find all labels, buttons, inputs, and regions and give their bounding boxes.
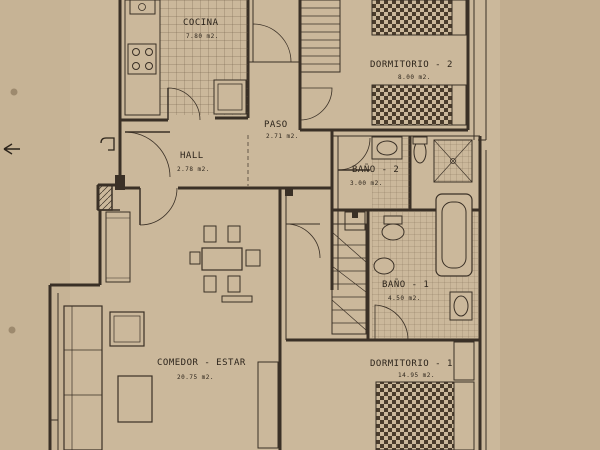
bathtub-icon — [435, 193, 473, 277]
room-name-cocina: COCINA — [183, 18, 219, 28]
room-name-bano1: BAÑO - 1 — [382, 280, 430, 290]
sink-icon — [453, 295, 469, 317]
stove-burner-icon — [132, 62, 140, 70]
bedroom-2 — [299, 0, 467, 126]
stove-burner-icon — [145, 62, 153, 70]
bedroom-1 — [375, 341, 475, 450]
stove-burner-icon — [145, 48, 153, 56]
wardrobe — [285, 223, 367, 335]
punch-hole-icon — [8, 326, 16, 334]
bathroom-1 — [344, 193, 478, 341]
bathroom-2 — [371, 136, 473, 209]
room-name-comedor: COMEDOR - ESTAR — [157, 358, 246, 368]
punch-hole-icon — [10, 88, 18, 96]
room-area-cocina: 7.80 m2. — [186, 33, 219, 40]
room-area-comedor: 20.75 m2. — [177, 374, 215, 381]
room-name-dorm1: DORMITORIO - 1 — [370, 359, 453, 369]
room-area-dorm1: 14.95 m2. — [398, 372, 436, 379]
sofa-icon — [63, 305, 103, 450]
kitchen — [124, 0, 248, 121]
room-area-paso: 2.71 m2. — [266, 133, 299, 140]
dining-table-icon — [201, 247, 243, 271]
hall-area — [100, 23, 371, 226]
room-area-bano2: 3.00 m2. — [350, 180, 383, 187]
bed-icon — [375, 381, 455, 450]
sink-icon — [376, 140, 398, 156]
room-name-paso: PASO — [264, 120, 288, 130]
living-room — [50, 211, 279, 450]
room-area-bano1: 4.50 m2. — [388, 295, 421, 302]
room-area-dorm2: 8.00 m2. — [398, 74, 431, 81]
bed-icon — [371, 84, 453, 126]
entrance-arrow-icon — [3, 143, 20, 155]
room-name-dorm2: DORMITORIO - 2 — [370, 60, 453, 70]
stove-burner-icon — [132, 48, 140, 56]
room-name-bano2: BAÑO - 2 — [352, 165, 400, 175]
toilet-icon — [381, 223, 405, 241]
bed-icon — [371, 0, 453, 36]
bidet-icon — [373, 257, 395, 275]
room-area-hall: 2.78 m2. — [177, 166, 210, 173]
room-name-hall: HALL — [180, 151, 204, 161]
armchair-icon — [109, 311, 145, 347]
